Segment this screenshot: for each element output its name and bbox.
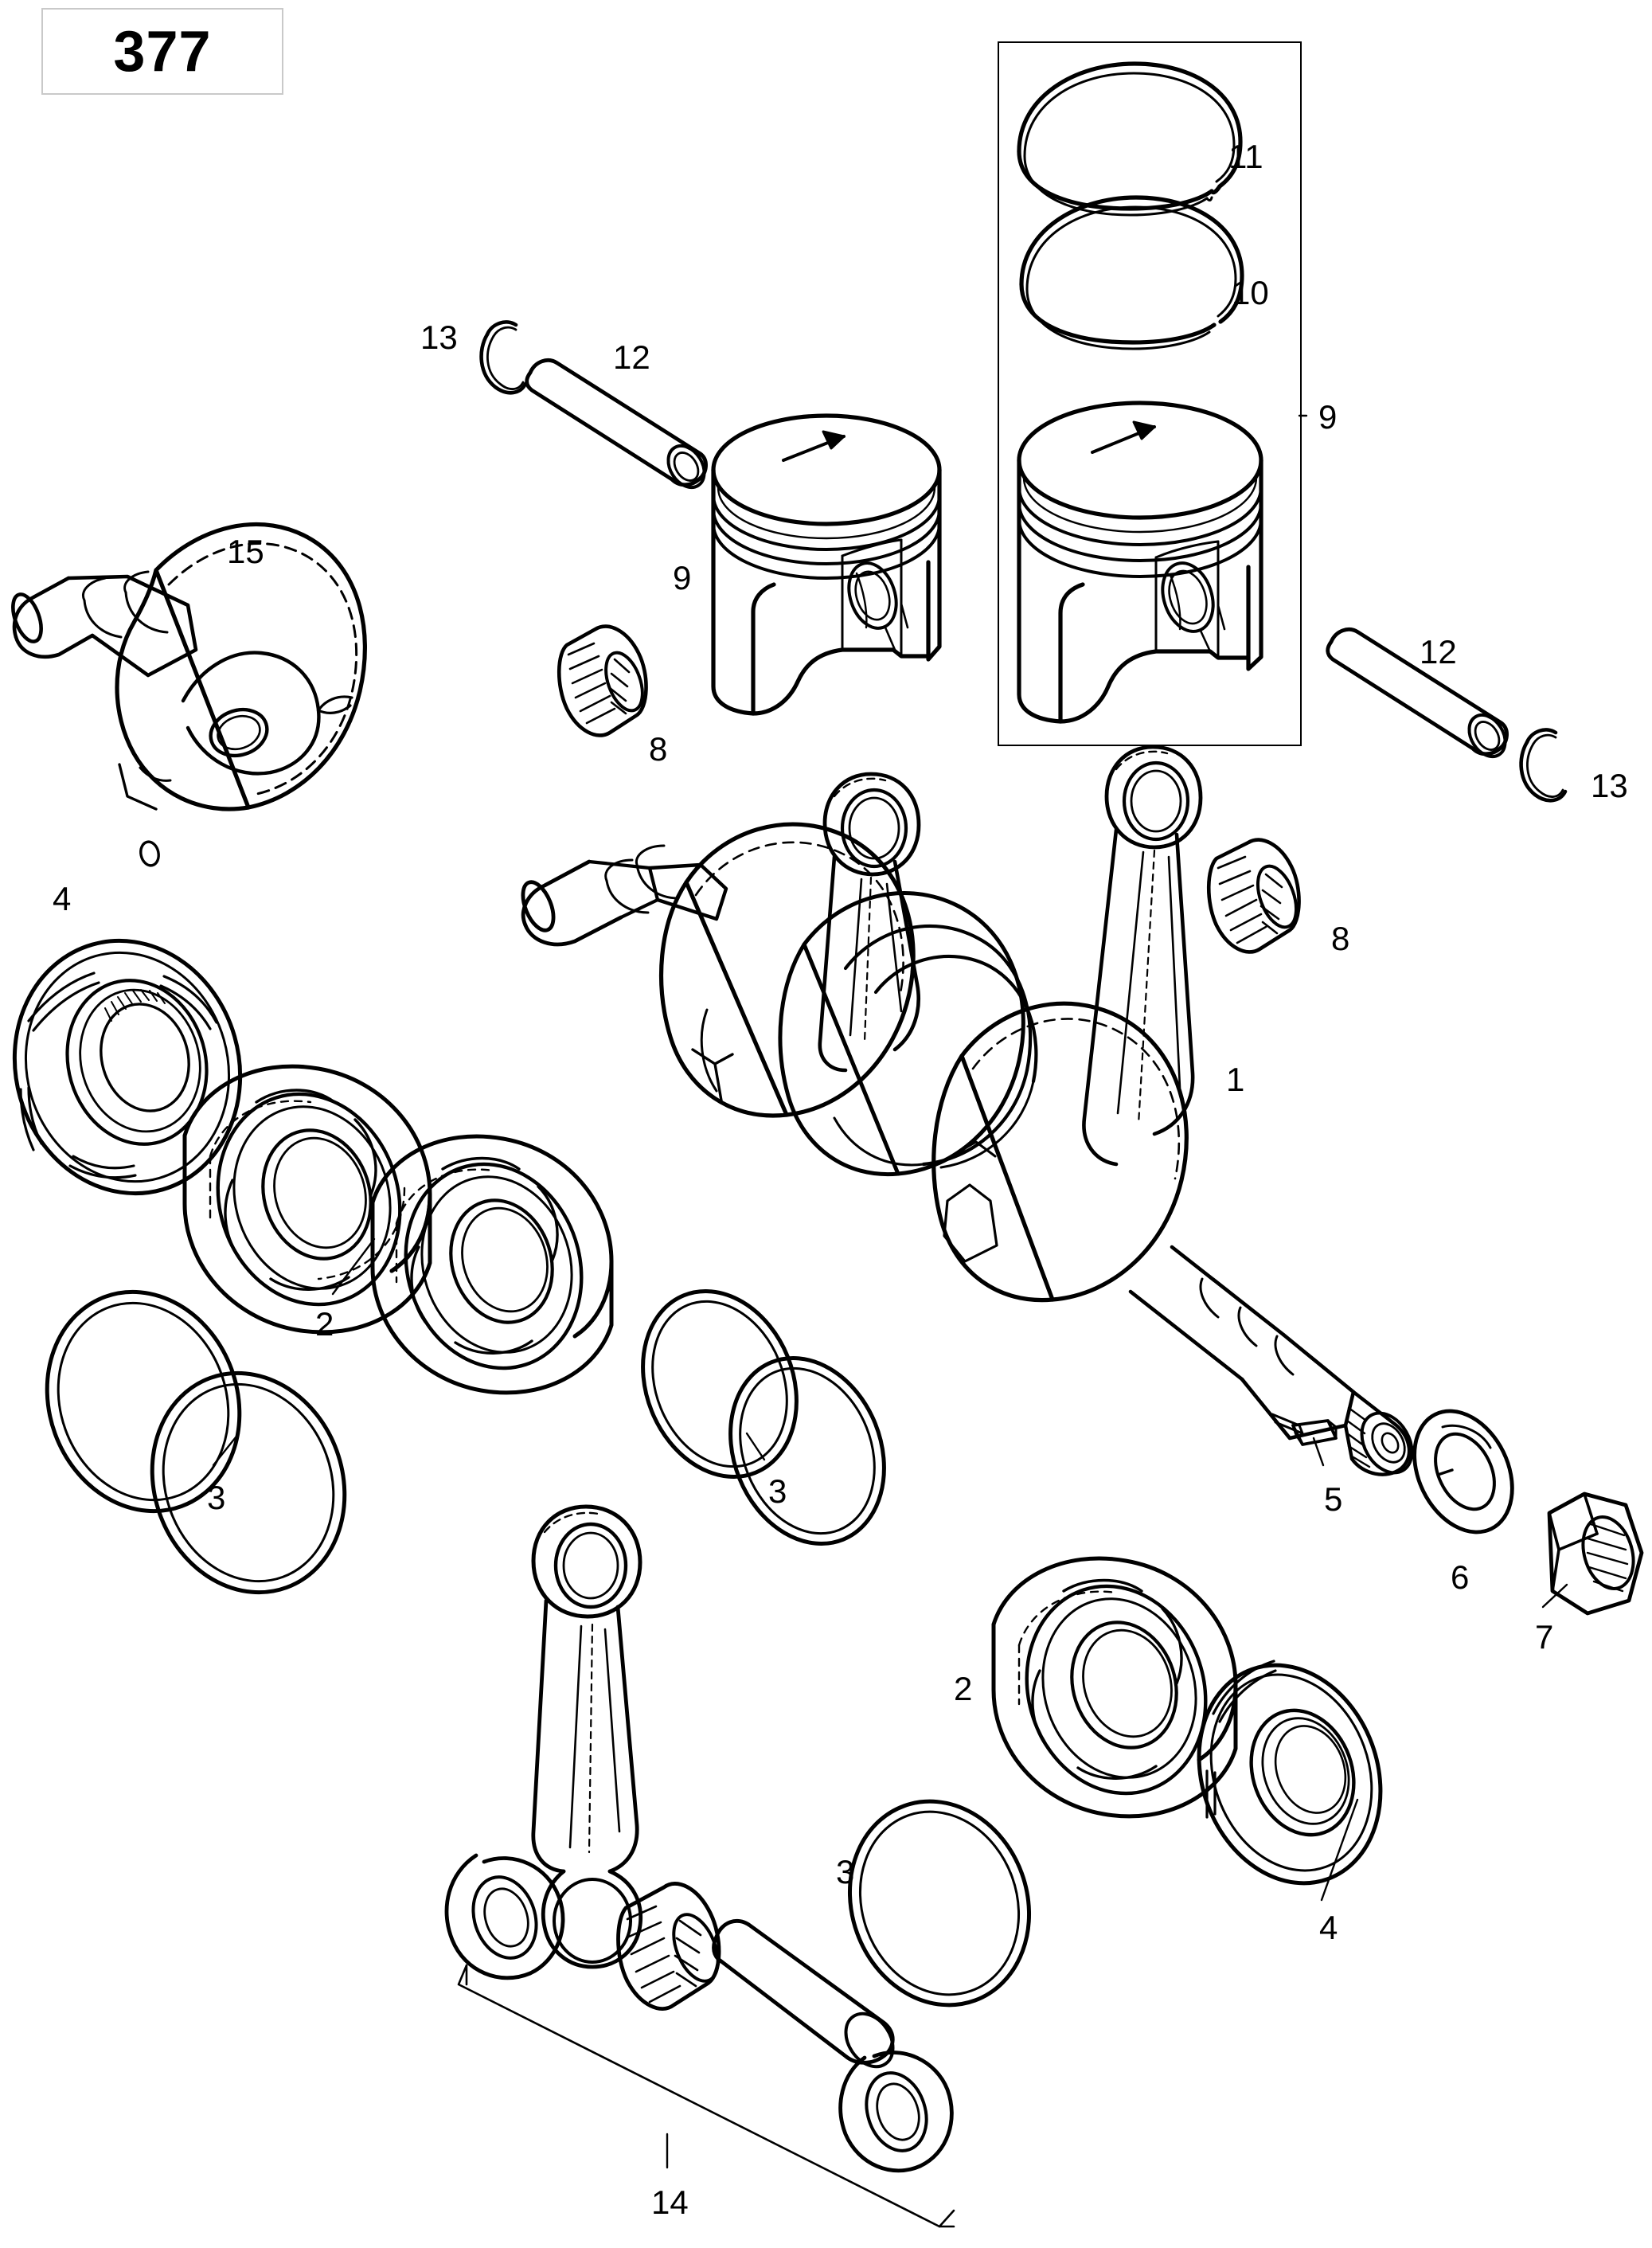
piston-right-9 (1017, 401, 1263, 724)
callout-piston-pin-right: 12 (1420, 633, 1457, 670)
connecting-rod-right (1082, 745, 1203, 1167)
piston-pin-right-12 (1326, 627, 1509, 759)
callout-lock-washer: 6 (1451, 1558, 1470, 1596)
callout-ball-bearing-right: 2 (954, 1670, 973, 1707)
callout-o-ring-middle: 3 (768, 1472, 787, 1510)
callout-o-ring-left: 3 (207, 1479, 226, 1516)
callout-circlip-left: 13 (420, 319, 458, 356)
callout-needle-bearing-small-end-left: 8 (649, 730, 668, 768)
oil-seal-upper-left-4 (12, 938, 243, 1196)
needle-bearing-right-8 (1206, 838, 1301, 954)
piston-ring-second-10 (1019, 195, 1244, 350)
callout-needle-bearing-small-end-right: 8 (1331, 920, 1350, 957)
piston-pin-left-12 (525, 358, 708, 490)
hex-nut-7 (1547, 1491, 1644, 1616)
callout-crankshaft-assembly: 1 (1226, 1061, 1245, 1098)
crankshaft-half-web-15 (11, 522, 367, 867)
callout-piston-ring-top: 11 (1228, 138, 1263, 175)
callout-o-ring-lower: 3 (836, 1853, 855, 1890)
circlip-right-13 (1519, 728, 1568, 803)
callout-piston-pin-left: 12 (613, 338, 650, 376)
page-number: 377 (113, 19, 212, 84)
connecting-rod-kit-14 (444, 1504, 955, 2228)
callout-oil-seal-right: 4 (1319, 1909, 1338, 1946)
o-ring-middle-3 (641, 1289, 886, 1546)
callout-crankshaft-half-web: 15 (227, 533, 264, 570)
callout-piston-left: 9 (673, 559, 692, 596)
ball-bearing-left-2b (370, 1134, 614, 1395)
leader-line-ball-bearing-left (331, 1237, 376, 1296)
crankshaft-assembly-1 (521, 745, 1414, 1476)
oil-seal-right-4 (1197, 1660, 1383, 1886)
callout-oil-seal-upper-left: 4 (53, 880, 72, 917)
lock-washer-6 (1412, 1409, 1514, 1535)
o-ring-left-3 (45, 1289, 347, 1595)
leader-line-o-ring-left (212, 1432, 240, 1467)
callout-ball-bearing-left: 2 (315, 1305, 334, 1343)
o-ring-lower-3 (847, 1799, 1032, 2008)
leader-line-o-ring-middle (745, 1432, 766, 1461)
ball-bearing-left-2 (182, 1064, 432, 1335)
needle-bearing-left-8 (557, 624, 648, 737)
leader-line-hex-nut (1541, 1583, 1568, 1609)
piston-left-9 (711, 413, 942, 716)
piston-ring-top-11 (1017, 61, 1243, 217)
callout-circlip-right: 13 (1591, 767, 1628, 804)
callout-woodruff-key: 5 (1324, 1480, 1343, 1518)
callout-piston-ring-second: 10 (1232, 274, 1269, 311)
page-number-box: 377 (41, 8, 283, 95)
woodruff-key-5 (1291, 1419, 1338, 1446)
callout-piston-right: 9 (1318, 398, 1338, 436)
circlip-left-13 (479, 320, 528, 395)
callout-hex-nut: 7 (1535, 1618, 1554, 1656)
connecting-rod-left (818, 772, 921, 1073)
leader-line-woodruff-key (1312, 1437, 1325, 1467)
leader-line-oil-seal-right (1320, 1798, 1359, 1902)
callout-connecting-rod-kit: 14 (651, 2183, 689, 2221)
